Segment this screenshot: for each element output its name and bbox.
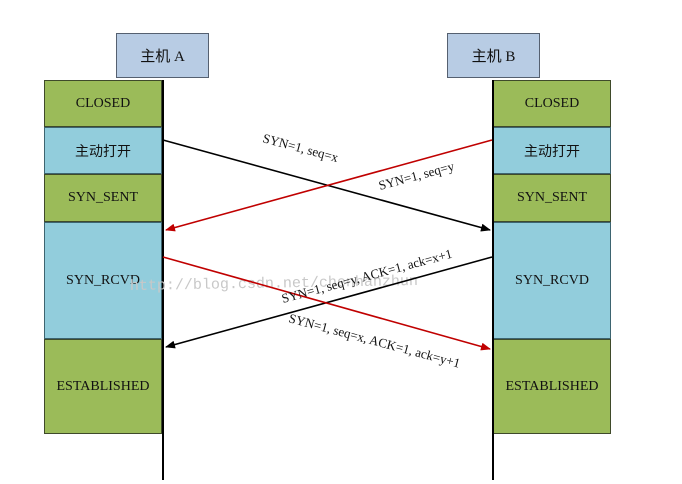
msg-synack-x: SYN=1, seq=x, ACK=1, ack=y+1: [287, 310, 462, 370]
watermark-text: http://blog.csdn.net/chenhanzhun: [130, 273, 418, 295]
state-a-active-open: 主动打开: [44, 127, 162, 174]
timeline-b: [492, 80, 494, 480]
arrow-syn-b-to-a: [165, 139, 493, 232]
state-a-closed: CLOSED: [44, 80, 162, 127]
host-a-label: 主机 A: [116, 33, 209, 78]
state-a-syn-rcvd: SYN_RCVD: [44, 222, 162, 339]
arrow-synack-b-to-a: [165, 256, 493, 349]
state-b-active-open: 主动打开: [493, 127, 611, 174]
timeline-a: [162, 80, 164, 480]
state-b-closed: CLOSED: [493, 80, 611, 127]
msg-syn-x: SYN=1, seq=x: [261, 130, 340, 165]
msg-syn-y: SYN=1, seq=y: [377, 158, 456, 193]
state-a-established: ESTABLISHED: [44, 339, 162, 434]
state-a-syn-sent: SYN_SENT: [44, 174, 162, 222]
host-b-label: 主机 B: [447, 33, 540, 78]
state-b-syn-sent: SYN_SENT: [493, 174, 611, 222]
arrow-synack-a-to-b: [162, 256, 491, 351]
